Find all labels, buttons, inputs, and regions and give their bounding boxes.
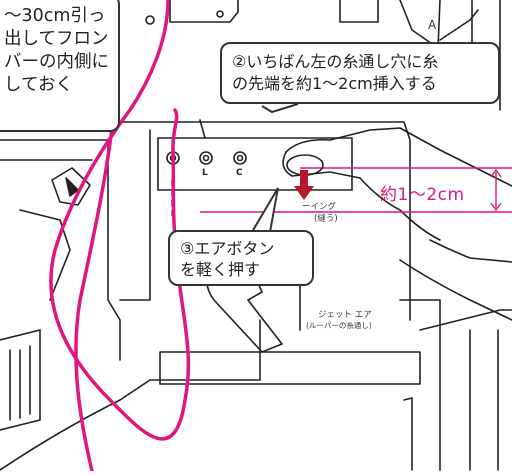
top-screw xyxy=(216,10,224,18)
corner-letter: A xyxy=(428,18,437,32)
wrist xyxy=(399,259,512,321)
top-screw xyxy=(145,15,155,25)
slide-plate xyxy=(159,351,421,385)
push-arrow-icon xyxy=(294,170,314,200)
hand-inner xyxy=(359,177,441,241)
jet-air-sublabel: (ルーパーの糸通し) xyxy=(306,321,372,330)
panel-label: ーイング xyxy=(302,202,337,212)
pointer-line xyxy=(199,119,206,139)
left-arm xyxy=(19,209,71,301)
knob-lever xyxy=(439,9,479,41)
thread xyxy=(49,0,191,441)
right-panel-sides xyxy=(469,329,499,471)
left-body-edge xyxy=(0,139,121,361)
thread-hole-c xyxy=(233,151,247,165)
top-block xyxy=(339,0,379,23)
lower-base xyxy=(0,319,261,471)
cover-left xyxy=(119,129,151,301)
left-lower xyxy=(0,329,41,431)
thread-tail xyxy=(74,98,117,473)
hole-label-l: L xyxy=(202,168,208,178)
callout-2-tail xyxy=(261,103,299,114)
hand-upper xyxy=(285,127,512,187)
thread-hole-l xyxy=(199,151,213,165)
threading-plate xyxy=(157,137,353,191)
measurement-label: 約1〜2cm xyxy=(380,185,465,205)
arrow-mark xyxy=(65,177,79,197)
right-post xyxy=(403,397,413,471)
callout-step3: ③エアボタン を軽く押す xyxy=(168,230,314,286)
palm-line xyxy=(429,239,512,263)
jet-air-label: ジェット エア xyxy=(318,310,372,320)
left-hook xyxy=(51,167,91,206)
callout-3-tail xyxy=(251,187,279,233)
right-panel-top xyxy=(419,309,512,331)
right-lower xyxy=(399,299,441,471)
panel-sublabel: (縫う) xyxy=(314,214,338,224)
knob-housing xyxy=(399,0,441,49)
finger xyxy=(282,151,361,179)
callout-step2: ②いちばん左の糸通し穴に糸 の先端を約1〜2cm挿入する xyxy=(220,42,500,104)
callout-step1: 〜30cm引っ 出してフロン バーの内側に しておく xyxy=(0,0,120,132)
top-bracket xyxy=(169,0,239,23)
left-ribs xyxy=(9,345,31,421)
hole-label-c: C xyxy=(236,168,243,178)
